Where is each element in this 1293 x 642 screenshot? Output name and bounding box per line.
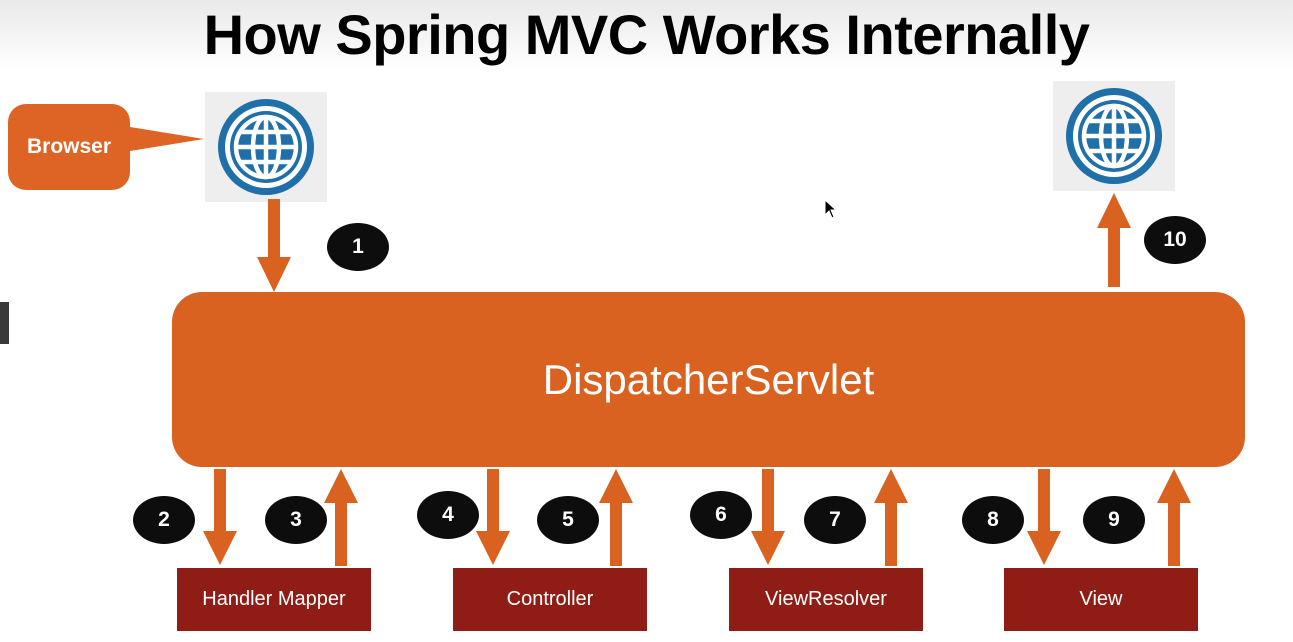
step-badge-6: 6 xyxy=(690,491,752,539)
step-badge-9: 9 xyxy=(1083,496,1145,544)
title-background xyxy=(0,0,1293,70)
step-badge-7: 7 xyxy=(804,496,866,544)
step-badge-4: 4 xyxy=(417,491,479,539)
step-badge-2: 2 xyxy=(133,496,195,544)
browser-callout-tail xyxy=(124,126,204,152)
globe-icon xyxy=(218,99,314,195)
dispatcher-servlet-box: DispatcherServlet xyxy=(172,292,1245,467)
controller-box: Controller xyxy=(453,568,647,631)
page-title: How Spring MVC Works Internally xyxy=(203,3,1090,66)
browser-callout: Browser xyxy=(8,104,130,190)
edge-tab xyxy=(0,302,9,344)
arrow-step-1-down xyxy=(255,199,293,293)
globe-icon xyxy=(1066,88,1162,184)
arrow-step-8-down xyxy=(1025,469,1063,566)
arrow-step-4-down xyxy=(474,469,512,566)
arrow-step-5-up xyxy=(597,469,635,566)
mouse-cursor-icon xyxy=(824,199,838,219)
arrow-step-7-up xyxy=(872,469,910,566)
step-badge-10: 10 xyxy=(1144,216,1206,264)
arrow-step-6-down xyxy=(749,469,787,566)
arrow-step-3-up xyxy=(322,469,360,566)
handler-mapper-box: Handler Mapper xyxy=(177,568,371,631)
arrow-step-10-up xyxy=(1095,193,1133,287)
step-badge-8: 8 xyxy=(962,496,1024,544)
arrow-step-2-down xyxy=(201,469,239,566)
arrow-step-9-up xyxy=(1155,469,1193,566)
step-badge-1: 1 xyxy=(327,223,389,271)
browser-request-globe xyxy=(205,92,327,202)
step-badge-3: 3 xyxy=(265,496,327,544)
view-resolver-box: ViewResolver xyxy=(729,568,923,631)
step-badge-5: 5 xyxy=(537,496,599,544)
browser-response-globe xyxy=(1053,81,1175,191)
view-box: View xyxy=(1004,568,1198,631)
